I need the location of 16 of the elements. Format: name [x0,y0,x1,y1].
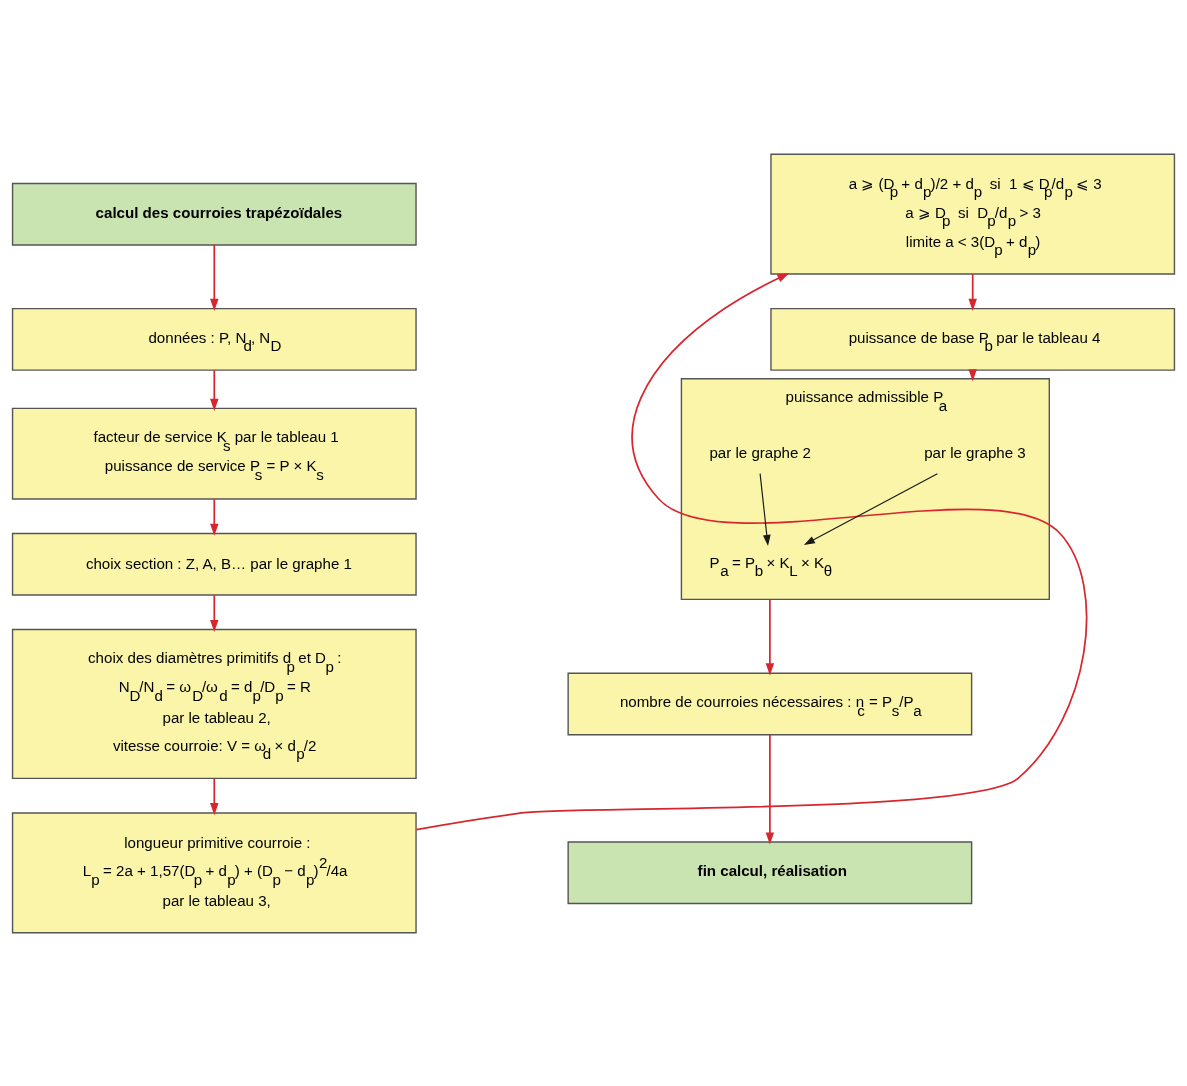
node-text: par le graphe 2 [709,443,812,461]
arrow [210,593,219,632]
arrow [415,272,1088,830]
node-box: choix section : Z, A, B… par le graphe 1 [11,532,417,596]
node-box: fin calcul, réalisation [567,840,973,904]
node-text: par le graphe 3 [924,443,1026,461]
arrow [210,368,219,411]
arrow [210,497,219,536]
arrow [765,733,775,845]
arrow [759,472,771,546]
arrow [765,597,775,675]
arrow [210,777,219,815]
arrow [210,243,219,311]
arrow [803,472,938,545]
arrow [968,272,977,311]
node-box: calcul des courroies trapézoïdales [11,182,417,246]
